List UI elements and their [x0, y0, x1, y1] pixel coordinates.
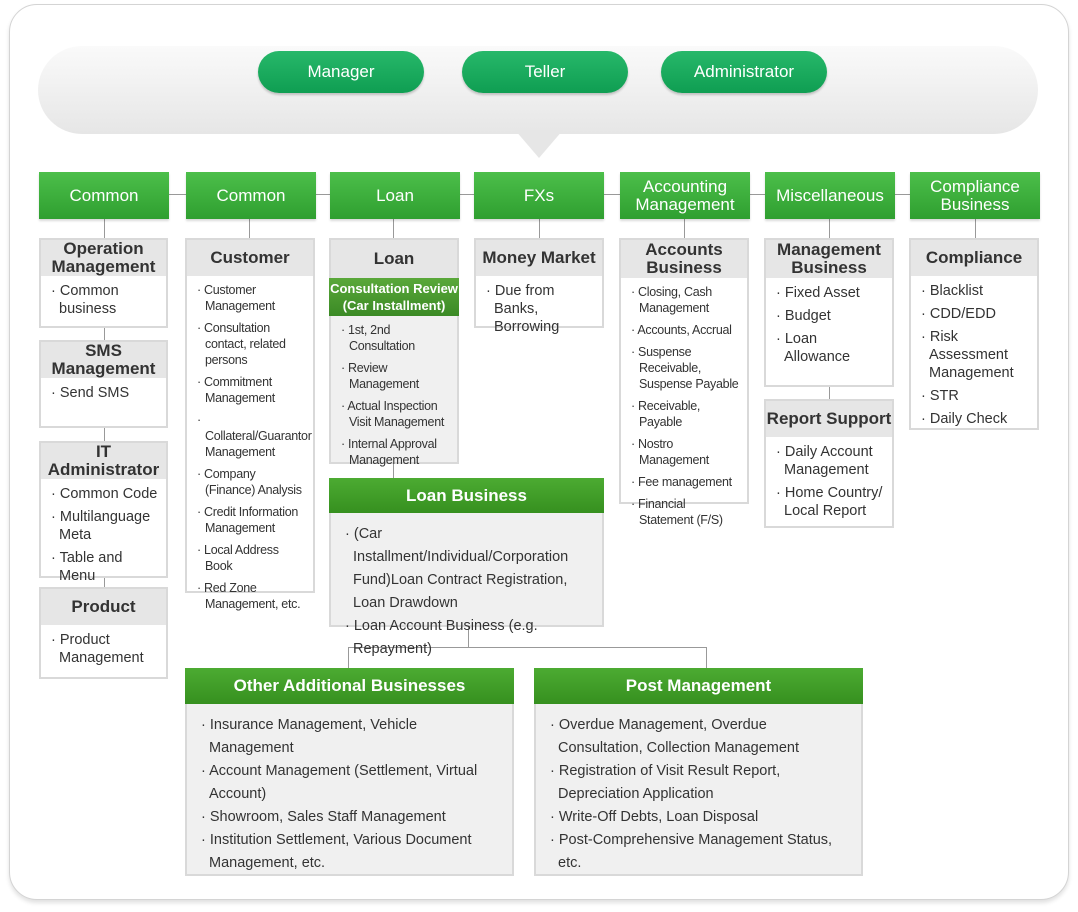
box-customer: Customer Customer Management Consultatio… — [185, 238, 315, 611]
col4-connector — [539, 219, 540, 241]
list-item: Account Management (Settlement, Virtual … — [201, 760, 500, 806]
list-item: Blacklist — [921, 282, 1029, 300]
post-connector — [706, 647, 707, 669]
list-item: Home Country/ Local Report — [776, 484, 884, 520]
box-title: Post Management — [534, 668, 863, 704]
box-loan-business: Loan Business (Car Installment/Individua… — [329, 478, 604, 657]
list-item: Common Code — [51, 485, 158, 503]
box-post-management: Post Management Overdue Management, Over… — [534, 668, 863, 876]
list-item: Overdue Management, Overdue Consultation… — [550, 714, 849, 760]
col7-connector — [975, 219, 976, 241]
list-item: Daily Check — [921, 410, 1029, 428]
list-item: Showroom, Sales Staff Management — [201, 806, 500, 829]
box-loan: Loan Consultation Review (Car Installmen… — [329, 238, 459, 467]
list-item: Fixed Asset — [776, 284, 884, 302]
list-item: Internal Approval Management — [341, 436, 449, 468]
list-item: Consultation contact, related persons — [197, 320, 305, 368]
role-manager: Manager — [258, 51, 424, 93]
list-item: Risk Assessment Management — [921, 328, 1029, 382]
box-operation-management: Operation Management Common business — [39, 238, 168, 328]
box-title: Management Business — [766, 240, 892, 278]
list-item: Customer Management — [197, 282, 305, 314]
list-item: Post-Comprehensive Management Status, et… — [550, 829, 849, 875]
list-item: Institution Settlement, Various Document… — [201, 829, 500, 875]
category-common-1: Common — [39, 172, 169, 219]
list-item: Accounts, Accrual — [631, 322, 739, 338]
list-item: Nostro Management — [631, 436, 739, 468]
role-teller: Teller — [462, 51, 628, 93]
list-item: Receivable, Payable — [631, 398, 739, 430]
list-item: Daily Account Management — [776, 443, 884, 479]
list-item: Local Address Book — [197, 542, 305, 574]
box-money-market: Money Market Due from Banks, Borrowing — [474, 238, 604, 335]
box-product: Product Product Management — [39, 587, 168, 679]
box-title: IT Administrator — [41, 443, 166, 479]
list-item: Product Management — [51, 631, 158, 667]
list-item: STR — [921, 387, 1029, 405]
list-item: Suspense Receivable, Suspense Payable — [631, 344, 739, 392]
box-it-administrator: IT Administrator Common Code Multilangua… — [39, 441, 168, 584]
category-common-2: Common — [186, 172, 316, 219]
list-item: Write-Off Debts, Loan Disposal — [550, 806, 849, 829]
list-item: Insurance Management, Vehicle Management — [201, 714, 500, 760]
box-title: Loan — [331, 240, 457, 278]
list-item: Review Management — [341, 360, 449, 392]
box-title: Compliance — [911, 240, 1037, 276]
col5-connector — [684, 219, 685, 241]
box-management-business: Management Business Fixed Asset Budget L… — [764, 238, 894, 387]
list-item: Table and Menu — [51, 549, 158, 585]
box-title: Money Market — [476, 240, 602, 276]
list-item: (Car Installment/Individual/Corporation … — [345, 523, 590, 615]
box-accounts-business: Accounts Business Closing, Cash Manageme… — [619, 238, 749, 527]
list-item: Financial Statement (F/S) — [631, 496, 739, 528]
list-item: Loan Allowance — [776, 330, 884, 366]
list-item: Closing, Cash Management — [631, 284, 739, 316]
box-other-additional-businesses: Other Additional Businesses Insurance Ma… — [185, 668, 514, 876]
category-miscellaneous: Miscellaneous — [765, 172, 895, 219]
list-item: Collateral/Guarantor Management — [197, 412, 312, 460]
list-item: Due from Banks, Borrowing — [486, 282, 594, 336]
list-item: Budget — [776, 307, 884, 325]
list-item: Commitment Management — [197, 374, 305, 406]
box-subtitle: Consultation Review (Car Installment) — [329, 278, 459, 316]
list-item: Company (Finance) Analysis — [197, 466, 305, 498]
list-item: Fee management — [631, 474, 739, 490]
box-title: Operation Management — [41, 240, 166, 276]
list-item: Multilanguage Meta — [51, 508, 158, 544]
box-title: Accounts Business — [621, 240, 747, 278]
banner-pointer — [515, 130, 563, 158]
list-item: Credit Information Management — [197, 504, 305, 536]
col1-connector — [104, 219, 105, 639]
box-sms-management: SMS Management Send SMS — [39, 340, 168, 428]
role-administrator: Administrator — [661, 51, 827, 93]
list-item: CDD/EDD — [921, 305, 1029, 323]
box-title: Report Support — [766, 401, 892, 437]
list-item: Red Zone Management, etc. — [197, 580, 305, 612]
list-item: Actual Inspection Visit Management — [341, 398, 449, 430]
box-report-support: Report Support Daily Account Management … — [764, 399, 894, 528]
category-loan: Loan — [330, 172, 460, 219]
box-title: Other Additional Businesses — [185, 668, 514, 704]
box-title: Product — [41, 589, 166, 625]
list-item: Send SMS — [51, 384, 158, 402]
list-item: 1st, 2nd Consultation — [341, 322, 449, 354]
list-item: Common business — [51, 282, 158, 318]
box-title: Customer — [187, 240, 313, 276]
box-compliance: Compliance Blacklist CDD/EDD Risk Assess… — [909, 238, 1039, 430]
list-item: Loan Account Business (e.g. Repayment) — [345, 615, 590, 661]
box-title: Loan Business — [329, 478, 604, 513]
category-fxs: FXs — [474, 172, 604, 219]
list-item: Registration of Visit Result Report, Dep… — [550, 760, 849, 806]
col2-connector — [249, 219, 250, 241]
category-accounting: Accounting Management — [620, 172, 750, 219]
category-compliance: Compliance Business — [910, 172, 1040, 219]
box-title: SMS Management — [41, 342, 166, 378]
